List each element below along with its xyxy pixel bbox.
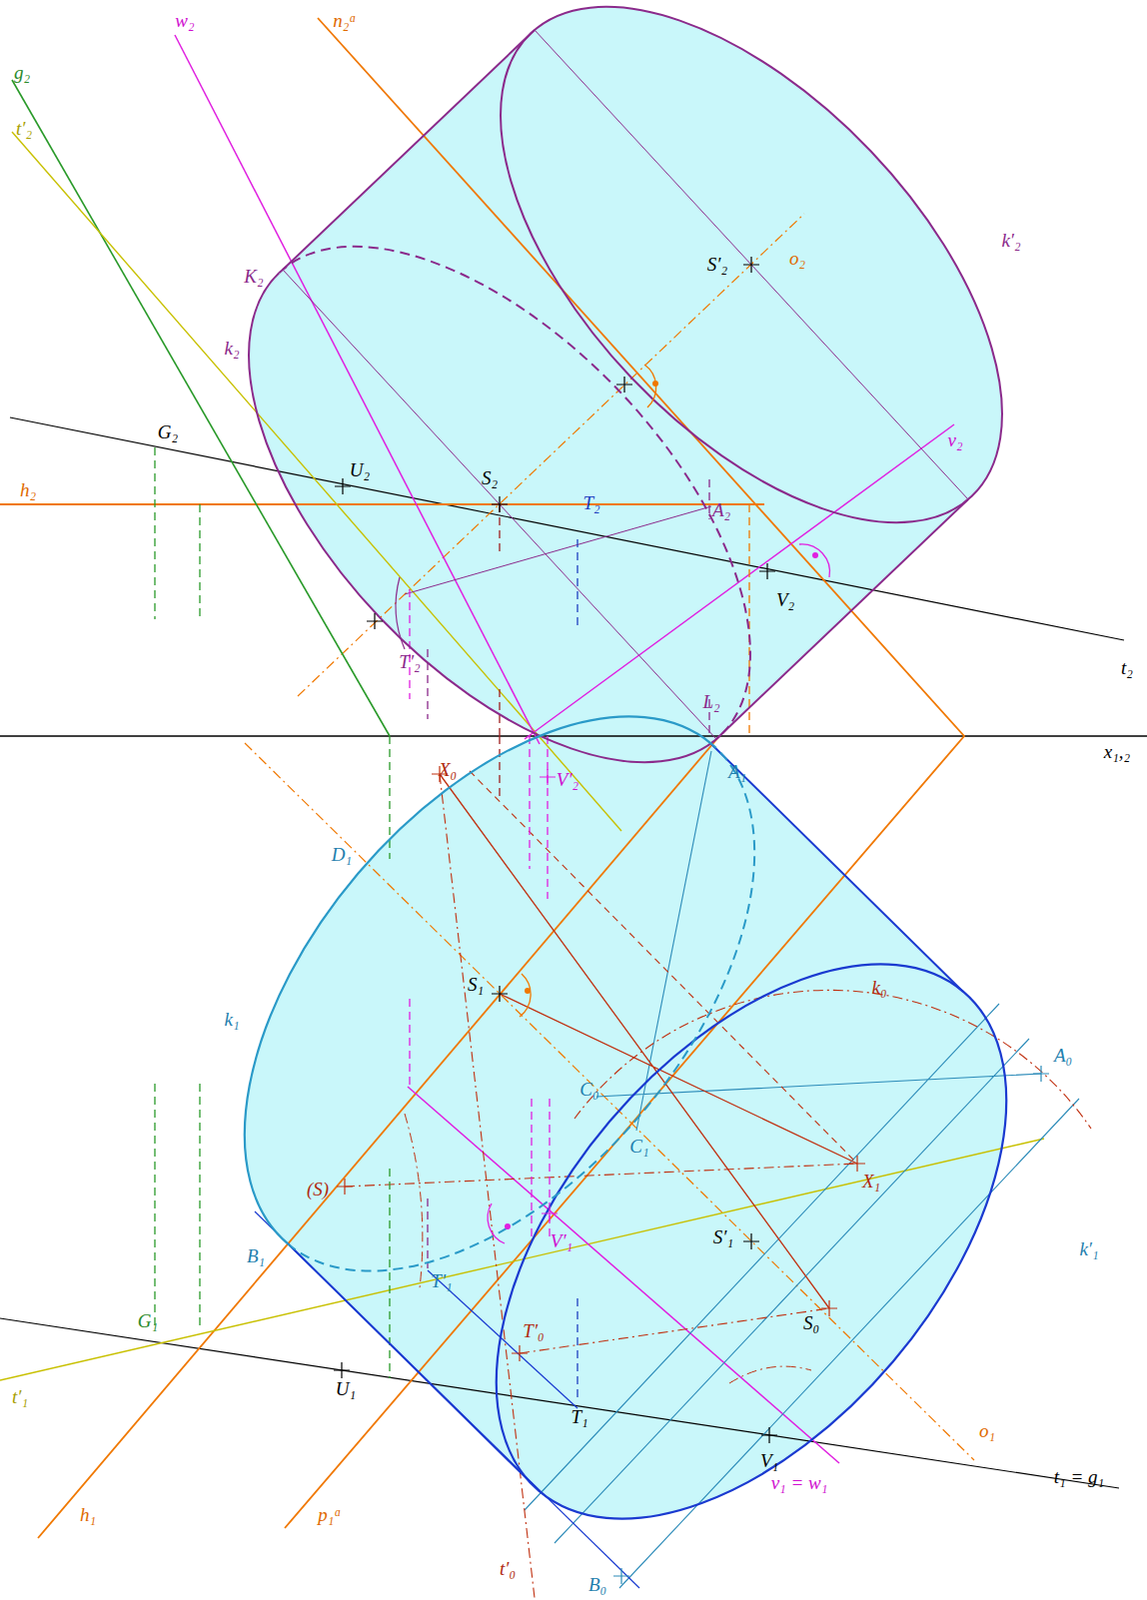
point-label: L₂ [702, 692, 720, 712]
point-label: X₁ [862, 1171, 881, 1191]
point-label: w₂ [174, 10, 194, 30]
point-label: S₂ [481, 468, 498, 488]
right-angle-marks [487, 364, 830, 1244]
reference-dashes [154, 447, 750, 1399]
point-label: t′₀ [499, 1559, 516, 1579]
point-label: A₂ [712, 500, 731, 520]
point-label: U₁ [335, 1379, 356, 1399]
point-label: A₀ [1054, 1046, 1073, 1066]
point-label: B₀ [588, 1575, 607, 1595]
point-label: X₀ [438, 760, 457, 780]
point-label: o₂ [789, 248, 806, 268]
point-label: V′₂ [556, 770, 579, 790]
point-label: x₁,₂ [1104, 742, 1131, 762]
point-label: (S) [306, 1179, 329, 1199]
point-label: G₁ [137, 1311, 158, 1331]
cylinder-outlines [145, 0, 1106, 1600]
point-label: B₁ [246, 1246, 265, 1266]
point-label: g₂ [13, 62, 30, 82]
point-label: V₁ [760, 1451, 779, 1471]
point-label: A₁ [728, 762, 747, 782]
point-label: h₂ [19, 480, 36, 500]
point-label: T′₂ [398, 652, 420, 672]
point-label: K₂ [243, 266, 263, 286]
point-label: T₂ [582, 493, 600, 513]
point-label: S₁ [467, 975, 484, 995]
point-label: v₂ [947, 430, 963, 450]
point-label: V₂ [776, 590, 795, 610]
point-label: S₀ [803, 1313, 820, 1333]
point-label: h₁ [79, 1505, 96, 1525]
point-label: C₀ [579, 1080, 599, 1100]
point-label: T′₀ [522, 1321, 544, 1341]
cylinder-fill [145, 0, 1106, 1600]
point-label: T₁ [570, 1407, 588, 1427]
point-label: t′₂ [15, 118, 32, 138]
point-label: G₂ [157, 422, 178, 442]
point-label: o₁ [979, 1421, 996, 1441]
point-label: S′₁ [713, 1227, 734, 1247]
point-label: t₁ = g₁ [1054, 1467, 1105, 1487]
point-label: k₁ [223, 1010, 239, 1030]
point-label: V′₁ [550, 1231, 573, 1251]
point-label: k₀ [871, 978, 887, 998]
point-label: T′₁ [430, 1271, 452, 1291]
point-label: t′₁ [11, 1387, 28, 1407]
point-label: v₁ = w₁ [771, 1473, 829, 1493]
point-label: U₂ [349, 460, 370, 480]
point-crosses [333, 256, 1050, 1585]
point-label: C₁ [629, 1137, 649, 1156]
point-label: k′₁ [1079, 1239, 1099, 1259]
construction-lines [0, 17, 1147, 1599]
point-label: t₂ [1121, 658, 1134, 678]
point-label: k₂ [223, 338, 239, 358]
point-label: p₁ᵅ [317, 1505, 342, 1525]
point-label: k′₂ [1001, 230, 1021, 250]
point-label: S′₂ [707, 254, 728, 274]
point-label: D₁ [331, 845, 352, 865]
point-label: n₂ᵅ [332, 10, 357, 30]
